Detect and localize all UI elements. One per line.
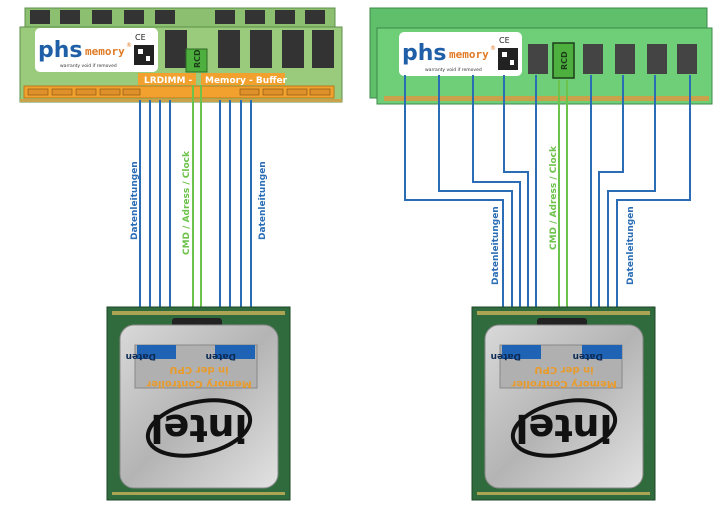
registered-mark: ® [490,45,496,52]
ce-mark: CE [135,33,146,42]
warranty-text: warranty void if removed [60,63,117,69]
brand-memory: memory [85,45,125,58]
cpu-right: Daten Daten Memory Controller in der CPU… [471,306,656,501]
cmd-label: CMD / Adress / Clock [549,145,559,250]
ce-mark: CE [499,36,510,45]
right-data-lines [404,75,691,348]
mc-label-2: in der CPU [534,364,593,375]
brand-memory: memory [449,48,489,61]
daten-box-left [137,345,176,359]
lrdimm-module: phs memory ® warranty void if removed CE… [19,7,343,103]
intel-logo: intel [150,406,247,450]
brand-phs: phs [38,38,83,63]
data-lines-label: Datenleitungen [491,206,501,285]
brand-phs: phs [402,41,447,66]
daten-box-right [215,345,255,359]
intel-logo: intel [515,406,612,450]
warranty-text: warranty void if removed [425,67,482,73]
lrdimm-label: LRDIMM - [144,76,193,86]
cmd-label: CMD / Adress / Clock [182,150,192,255]
mc-label-1: Memory Controller [146,378,252,389]
data-lines-label: Datenleitungen [626,206,636,285]
qr-code-icon [498,48,518,70]
product-label: phs memory ® warranty void if removed CE [35,28,158,72]
right-cmd-lines [558,80,568,345]
daten-label: Daten [491,351,521,361]
rcd-label: RCD [560,51,569,70]
daten-label: Daten [206,351,236,361]
daten-box-right [582,345,622,359]
product-label: phs memory ® warranty void if removed CE [399,32,522,76]
rcd-chip: RCD [552,42,575,79]
cpu-left: Daten Daten Memory Controller in der CPU… [106,306,291,501]
daten-label: Daten [126,351,156,361]
memory-buffer-bar: LRDIMM - Memory - Buffer [138,73,288,86]
rcd-chip: RCD [185,48,208,73]
rdimm-module: phs memory ® warranty void if removed CE… [369,7,713,105]
memory-buffer-label: Memory - Buffer [205,76,288,86]
left-cmd-lines [192,85,202,345]
qr-code-icon [134,45,154,65]
daten-label: Daten [573,351,603,361]
rcd-label: RCD [193,49,202,68]
registered-mark: ® [126,42,132,49]
data-lines-label: Datenleitungen [130,161,140,240]
daten-box-left [502,345,541,359]
data-lines-label: Datenleitungen [258,161,268,240]
mc-label-2: in der CPU [169,364,228,375]
mc-label-1: Memory Controller [511,378,617,389]
